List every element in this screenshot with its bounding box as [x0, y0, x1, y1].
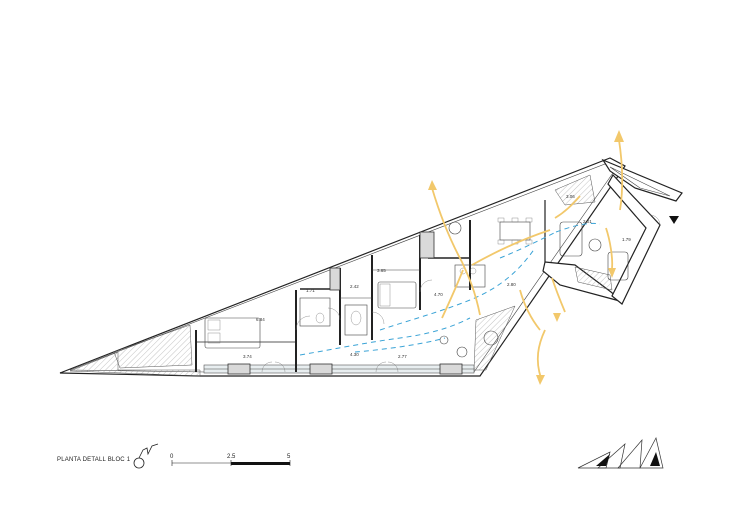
double-bed-icon [204, 317, 261, 349]
plant-icon [439, 335, 449, 345]
single-bed-icon [377, 281, 417, 309]
coffee-table-icon [588, 238, 602, 252]
scale-label: 5 [287, 454, 291, 460]
dimension-label: 2.42 [350, 284, 359, 289]
ventilation-arrows [428, 130, 624, 385]
furniture [204, 217, 629, 358]
bathroom-fixtures-icon [344, 304, 368, 336]
interior-walls [195, 200, 546, 372]
circulation-flow [299, 222, 601, 356]
drawing-caption: PLANTA DETALL BLOC 1 [57, 457, 131, 463]
dimension-label: 4.70 [434, 292, 443, 297]
glazed-facade [203, 363, 475, 375]
scale-bar: 0 2.5 5 [170, 454, 291, 466]
dimension-label: 3.65 [377, 268, 386, 273]
dimension-label: 2.01 [583, 219, 592, 224]
dimension-label: 4.30 [350, 352, 359, 357]
dimension-label: 2.80 [507, 282, 516, 287]
armchair-icon [607, 251, 629, 281]
potted-plant-icon [483, 330, 499, 346]
door-swings [261, 214, 661, 373]
scale-label: 2.5 [227, 454, 236, 460]
sofa-icon [559, 221, 583, 257]
north-arrow-icon [133, 443, 159, 469]
dimension-label: 3.74 [243, 354, 252, 359]
entrance-arrow-icon [669, 216, 679, 224]
kitchen-counter-icon [454, 264, 486, 288]
dimension-labels: 3.74 4.30 2.77 3.65 4.70 2.80 2.01 1.79 … [243, 194, 631, 359]
dimension-label: 1.79 [622, 237, 631, 242]
dimension-label: 6.84 [256, 317, 265, 322]
terrace-hatching [69, 174, 613, 377]
dimension-label: 3.06 [566, 194, 575, 199]
scale-label: 0 [170, 454, 174, 460]
dimension-label: 1.71 [306, 288, 315, 293]
dimension-label: 2.77 [398, 354, 407, 359]
location-key-icon [577, 437, 664, 469]
